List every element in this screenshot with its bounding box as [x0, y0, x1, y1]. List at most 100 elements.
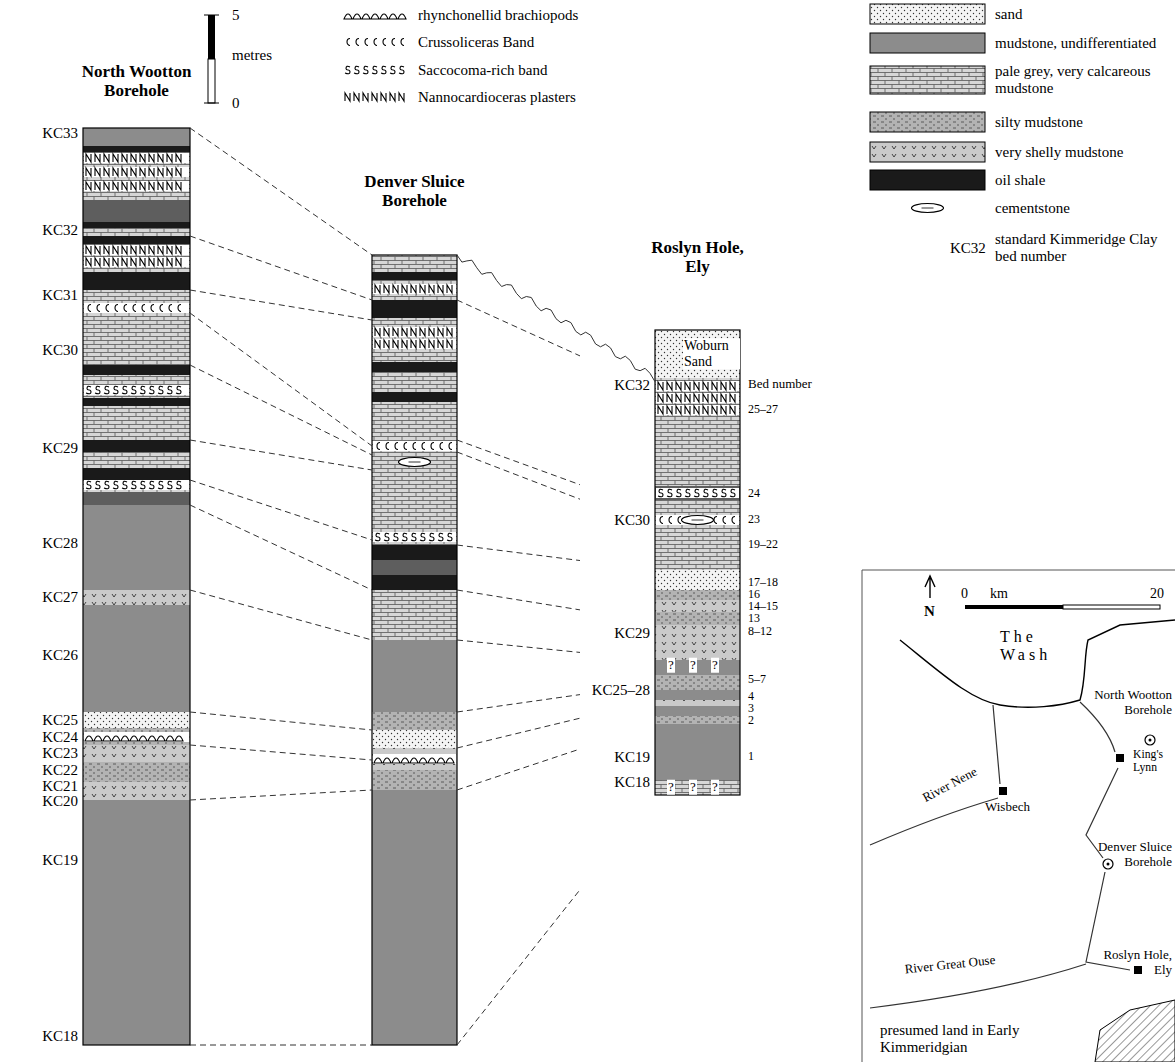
fossil-band: [373, 441, 456, 451]
kc-bed-number: KC25: [42, 712, 78, 729]
lithology-bed: [83, 272, 190, 290]
lithology-bed: [83, 605, 190, 712]
lithology-bed: [372, 640, 457, 712]
kc-bed-number: KC30: [614, 512, 650, 529]
map-frame: [862, 570, 1175, 1062]
lithology-bed: [372, 300, 457, 318]
correlation-line: [457, 695, 580, 712]
place-label: King's Lynn: [1133, 748, 1173, 774]
legend-swatch: [870, 4, 985, 24]
borehole-column: North Wootton Borehole: [83, 128, 190, 1045]
lithology-bed: [83, 398, 190, 406]
lithology-bed: [83, 468, 190, 480]
lithology-bed: [655, 675, 740, 690]
lithology-bed: [83, 128, 190, 146]
north-label: N: [924, 603, 935, 620]
place-label: Wisbech: [985, 800, 1030, 815]
bed-number: 25–27: [748, 403, 778, 416]
scale-bar: [208, 59, 215, 103]
lithology-bed: [83, 800, 190, 1045]
band-ground: [84, 303, 189, 313]
fossil-band: [84, 385, 189, 395]
fossil-band: [373, 339, 456, 349]
lithology-bed: [372, 280, 457, 300]
fossil-band: [399, 458, 431, 467]
legend-text: cementstone: [995, 200, 1070, 217]
kc-bed-number: KC27: [42, 589, 78, 606]
correlation-line: [457, 718, 580, 748]
map-scale-bar: [965, 605, 1063, 609]
lithology-bed: [372, 392, 457, 402]
band-ground: [343, 37, 409, 47]
column-outline: [372, 255, 457, 1045]
scale-bar: [208, 15, 215, 59]
legend-sample: KC32: [950, 240, 986, 257]
town-marker: [999, 787, 1007, 795]
lithology-bed: [83, 200, 190, 222]
band-ground: [656, 488, 739, 498]
lithology-bed: [372, 590, 457, 640]
section-column: Roslyn Hole, Ely: [655, 330, 740, 795]
legend-text: Saccocoma-rich band: [418, 62, 548, 79]
fossil-band: [682, 516, 714, 525]
kc-bed-number: KC30: [42, 342, 78, 359]
correlation-line: [190, 1045, 372, 1046]
fossil-band: [84, 181, 189, 191]
lithology-bed: [372, 545, 457, 560]
legend-symbol: [343, 92, 409, 102]
band-ground: [343, 92, 409, 102]
band-ground: [343, 10, 409, 20]
fossil-symbols: [374, 758, 454, 763]
correlation-line: [190, 290, 372, 320]
column-outline: [83, 128, 190, 1045]
lithology-bed: [83, 480, 190, 492]
kc-bed-number: KC33: [42, 125, 78, 142]
correlation-line: [190, 590, 372, 640]
lithology-bed: [655, 500, 740, 570]
band-ground: [656, 393, 739, 403]
lithology-bed: [655, 330, 740, 378]
lithology-bed: [372, 272, 457, 280]
river: [870, 702, 1130, 1008]
legend-swatch: [870, 66, 985, 94]
fossil-band: [656, 393, 739, 403]
lithology-bed: [83, 452, 190, 468]
band-ground: [373, 532, 456, 542]
kc-bed-number: KC29: [42, 440, 78, 457]
place-label: Denver Sluice Borehole: [1090, 840, 1172, 869]
sea-name: The Wash: [1000, 628, 1070, 664]
legend-text: Nannocardioceras plasters: [418, 89, 576, 106]
band-ground: [84, 480, 189, 490]
bed-number: 1: [748, 750, 754, 763]
fossil-symbols: [375, 340, 452, 348]
fossil-band: [84, 167, 189, 177]
legend-swatch: [870, 33, 985, 53]
fossil-symbols: [658, 394, 735, 402]
unconformity-line: [457, 255, 655, 382]
area-label: presumed land in Early Kimmeridgian: [880, 1022, 1055, 1056]
query-mark: ?: [711, 658, 719, 673]
query-mark: ?: [689, 780, 697, 795]
bed-number: 8–12: [748, 625, 772, 638]
band-ground: [84, 153, 189, 163]
kc-bed-number: KC20: [42, 793, 78, 810]
river: [870, 705, 1000, 845]
band-ground: [656, 515, 739, 525]
bed-number: 2: [748, 714, 754, 727]
fossil-symbols: [658, 382, 735, 390]
fossil-band: [84, 245, 189, 255]
scale-label: 5: [232, 7, 240, 24]
scale-unit: metres: [232, 47, 272, 64]
correlation-line: [190, 128, 372, 255]
kc-bed-number: KC24: [42, 729, 78, 746]
band-ground: [343, 65, 409, 75]
lithology-bed: [83, 228, 190, 236]
fossil-symbols: [86, 386, 181, 394]
correlation-line: [190, 365, 372, 455]
lithology-bed: [83, 290, 190, 365]
lithology-bed: [655, 706, 740, 716]
lithology-bed: [655, 486, 740, 500]
fossil-symbols: [86, 258, 181, 266]
fossil-symbols: [660, 517, 735, 524]
legend-text: mudstone, undifferentiated: [995, 35, 1156, 52]
